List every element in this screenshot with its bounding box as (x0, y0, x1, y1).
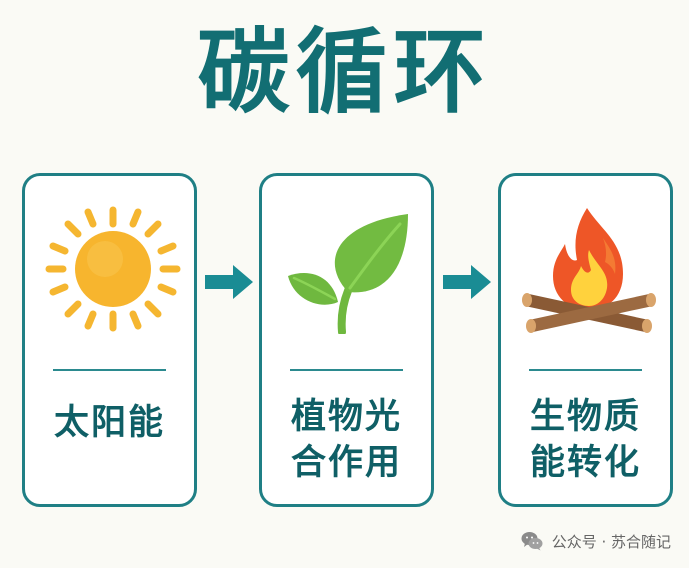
page-title: 碳循环 (197, 19, 492, 126)
label-line-1: 植物光 (290, 397, 402, 437)
card-biomass-energy: 生物质 能转化 (498, 173, 673, 507)
divider (529, 369, 642, 371)
card-label: 植物光 合作用 (262, 394, 431, 486)
card-label: 生物质 能转化 (501, 394, 670, 486)
sprout-leaf-icon (262, 204, 437, 334)
divider (53, 369, 166, 371)
card-label: 太阳能 (25, 400, 194, 446)
card-photosynthesis: 植物光 合作用 (259, 173, 434, 507)
wechat-icon (521, 532, 543, 551)
label-line-1: 太阳能 (53, 403, 165, 443)
divider (290, 369, 403, 371)
arrow-right-icon (203, 262, 255, 302)
campfire-icon (501, 204, 676, 334)
card-solar-energy: 太阳能 (22, 173, 197, 507)
label-line-2: 合作用 (290, 443, 402, 483)
watermark: 公众号 · 苏合随记 (520, 528, 671, 554)
arrow-right-icon (441, 262, 493, 302)
sun-icon (25, 204, 200, 334)
label-line-1: 生物质 (529, 397, 641, 437)
watermark-text: 公众号 · 苏合随记 (551, 532, 671, 551)
label-line-2: 能转化 (529, 443, 641, 483)
